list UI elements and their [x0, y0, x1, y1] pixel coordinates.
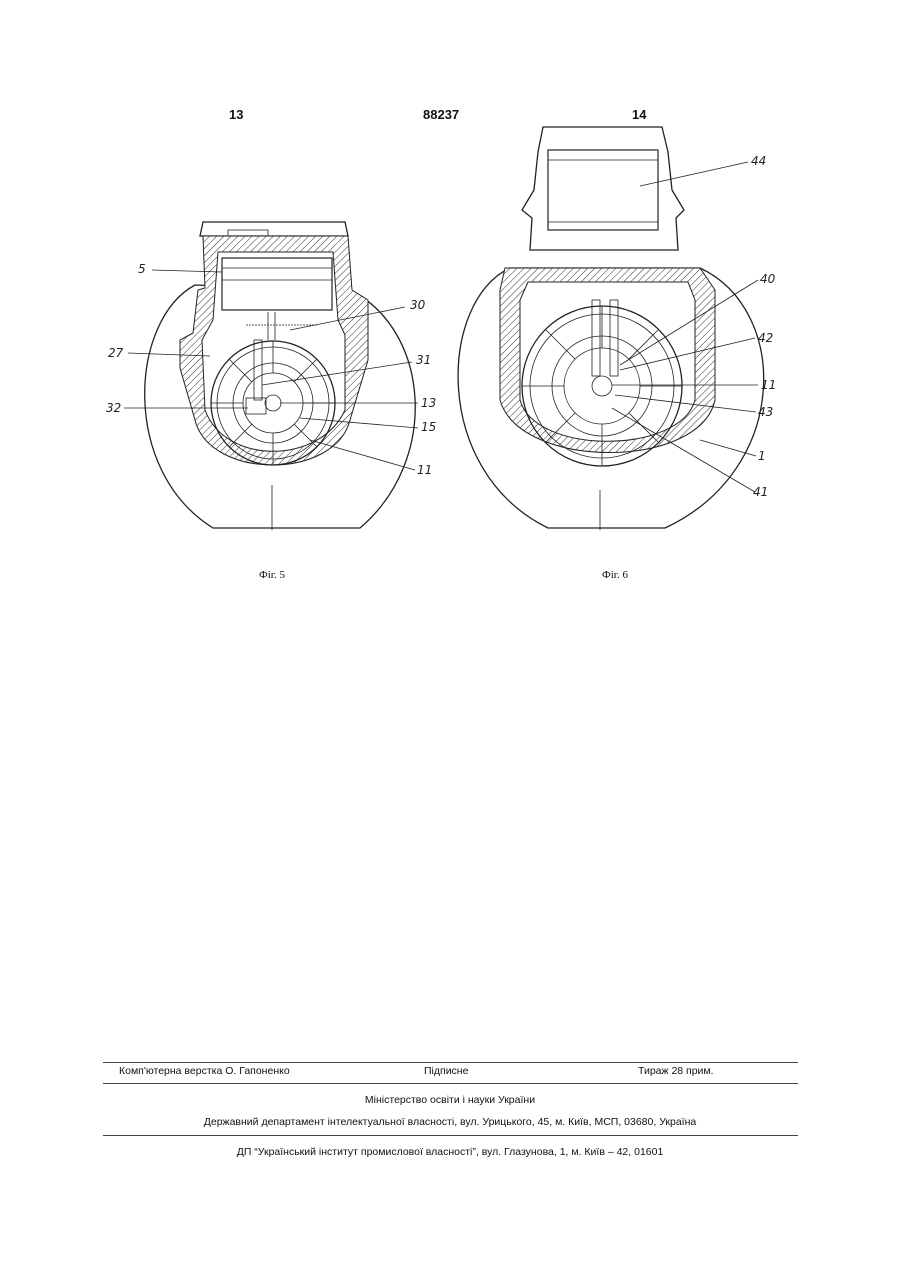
- figure-6-drawing: 44 40 42 11 43 1 41: [458, 127, 776, 530]
- figure-6-caption: Фіг. 6: [602, 569, 628, 581]
- fig6-label-11: 11: [761, 378, 776, 392]
- fig5-label-15: 15: [421, 420, 436, 434]
- fig5-label-30: 30: [410, 298, 426, 312]
- figure-5-caption: Фіг. 5: [259, 569, 285, 581]
- footer-circulation: Тираж 28 прим.: [638, 1065, 714, 1077]
- fig6-label-43: 43: [758, 405, 773, 419]
- fig6-label-42: 42: [758, 331, 773, 345]
- fig6-label-1: 1: [758, 449, 766, 463]
- footer-institute: ДП “Український інститут промислової вла…: [0, 1146, 900, 1158]
- figure-5-drawing: 5 30 27 31 32 13 15 11: [106, 222, 436, 530]
- footer-typesetting: Комп'ютерна верстка О. Гапоненко: [119, 1065, 290, 1077]
- fig6-label-41: 41: [753, 485, 768, 499]
- fig5-label-5: 5: [138, 262, 146, 276]
- fig5-label-27: 27: [108, 346, 124, 360]
- patent-drawings: 5 30 27 31 32 13 15 11: [0, 0, 900, 600]
- footer-signed: Підписне: [424, 1065, 468, 1077]
- footer-rule-top: [103, 1062, 798, 1063]
- footer-rule-middle: [103, 1083, 798, 1084]
- fig5-label-13: 13: [421, 396, 436, 410]
- fig5-label-11: 11: [417, 463, 432, 477]
- fig5-label-32: 32: [106, 401, 121, 415]
- footer-ministry: Міністерство освіти і науки України: [0, 1094, 900, 1106]
- footer-rule-bottom: [103, 1135, 798, 1136]
- fig6-label-40: 40: [760, 272, 776, 286]
- fig5-label-31: 31: [416, 353, 431, 367]
- fig6-label-44: 44: [751, 154, 766, 168]
- footer-department: Державний департамент інтелектуальної вл…: [0, 1116, 900, 1128]
